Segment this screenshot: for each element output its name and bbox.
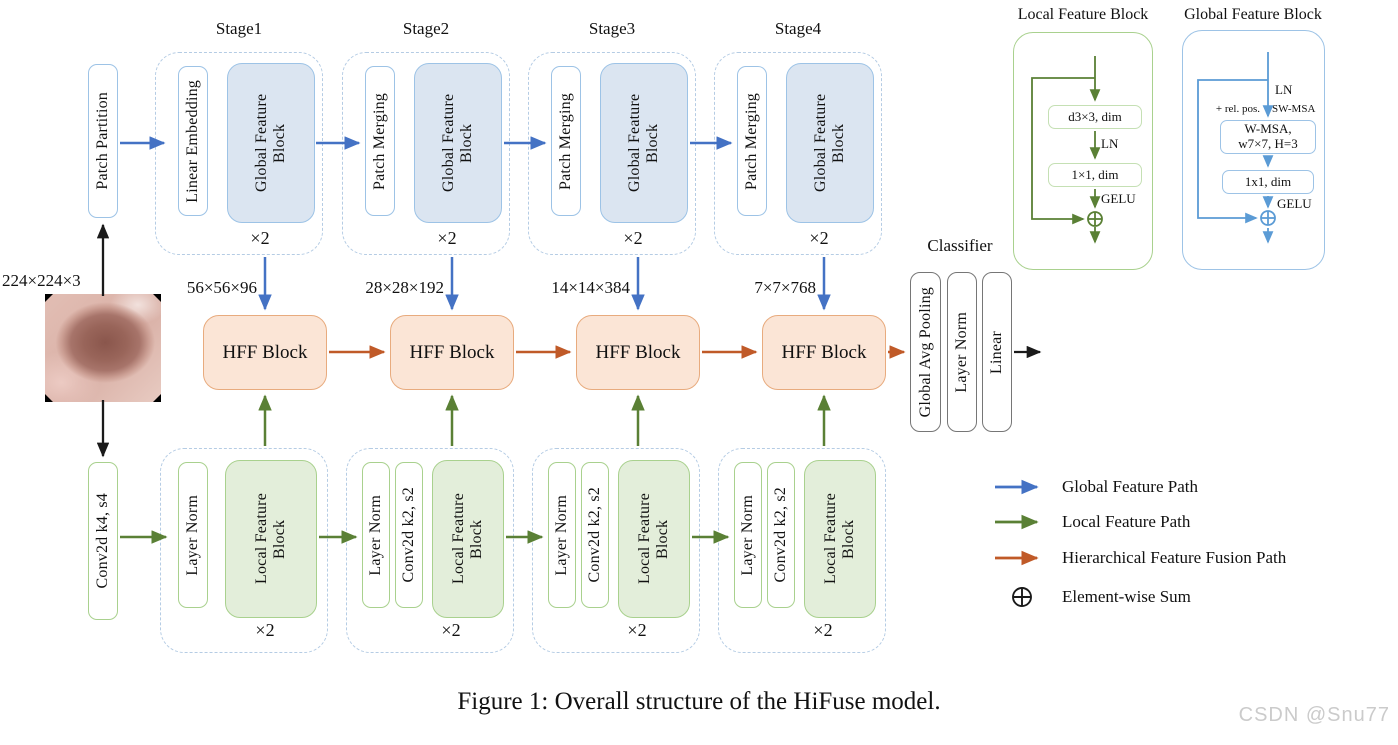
- hff-block-2: HFF Block: [390, 315, 514, 390]
- stage4-title: Stage4: [774, 19, 822, 38]
- stage2-local-container: [346, 448, 514, 653]
- dim-label-stage3: 14×14×384: [551, 278, 630, 297]
- watermark: CSDN @Snu77: [1238, 704, 1390, 726]
- conv-stem-box: Conv2d k4, s4: [88, 462, 118, 620]
- local-detail-dwconv-box: d3×3, dim: [1048, 105, 1142, 129]
- stage2-title: Stage2: [402, 19, 450, 38]
- local-block-detail-container: [1013, 32, 1153, 270]
- classifier-title: Classifier: [927, 236, 993, 255]
- stage3-local-container: [532, 448, 700, 653]
- patch-merging-box-stage3: Patch Merging: [551, 66, 581, 216]
- patch-merging-box-stage2: Patch Merging: [365, 66, 395, 216]
- local-feature-block-stage3: Local Feature Block: [618, 460, 690, 618]
- stage1-global-container: [155, 52, 323, 255]
- stage4-global-container: [714, 52, 882, 255]
- layer-norm-box-local4: Layer Norm: [734, 462, 762, 608]
- stage3-repeat: ×2: [623, 228, 643, 248]
- input-endoscopy-image: [45, 294, 161, 402]
- legend-global-path-label: Global Feature Path: [1062, 477, 1198, 496]
- legend-local-path-label: Local Feature Path: [1062, 512, 1191, 531]
- dim-label-stage2: 28×28×192: [365, 278, 444, 297]
- global-avg-pooling-box: Global Avg Pooling: [910, 272, 941, 432]
- figure-caption: Figure 1: Overall structure of the HiFus…: [457, 688, 941, 715]
- global-block-detail-title: Global Feature Block: [1184, 6, 1322, 23]
- local-detail-pwconv-box: 1×1, dim: [1048, 163, 1142, 187]
- stage1-title: Stage1: [215, 19, 263, 38]
- layer-norm-box-local2: Layer Norm: [362, 462, 390, 608]
- stage4-local-repeat: ×2: [813, 620, 833, 640]
- local-detail-ln-label: LN: [1101, 136, 1119, 151]
- legend-elementwise-sum-label: Element-wise Sum: [1062, 587, 1191, 606]
- stage3-local-repeat: ×2: [627, 620, 647, 640]
- stage3-global-container: [528, 52, 696, 255]
- stage2-repeat: ×2: [437, 228, 457, 248]
- global-detail-swmsa-label: SW-MSA: [1272, 103, 1316, 115]
- legend-symbols: [995, 479, 1039, 607]
- global-feature-block-stage4: Global Feature Block: [786, 63, 874, 223]
- local-feature-block-stage4: Local Feature Block: [804, 460, 876, 618]
- legend-fusion-path-label: Hierarchical Feature Fusion Path: [1062, 548, 1287, 567]
- elementwise-sum-icon: [1012, 587, 1032, 607]
- classifier-layer-norm-box: Layer Norm: [947, 272, 977, 432]
- hff-block-3: HFF Block: [576, 315, 700, 390]
- global-detail-ln-label: LN: [1275, 82, 1293, 97]
- stage2-global-container: [342, 52, 510, 255]
- layer-norm-box-local1: Layer Norm: [178, 462, 208, 608]
- conv-down-box-stage2: Conv2d k2, s2: [395, 462, 423, 608]
- global-feature-block-stage2: Global Feature Block: [414, 63, 502, 223]
- global-feature-block-stage1: Global Feature Block: [227, 63, 315, 223]
- stage1-repeat: ×2: [250, 228, 270, 248]
- stage4-local-container: [718, 448, 886, 653]
- global-detail-gelu-label: GELU: [1277, 196, 1312, 211]
- hff-block-1: HFF Block: [203, 315, 327, 390]
- linear-embedding-box: Linear Embedding: [178, 66, 208, 216]
- global-detail-relpos-label: + rel. pos.: [1215, 103, 1260, 115]
- patch-merging-box-stage4: Patch Merging: [737, 66, 767, 216]
- stage4-repeat: ×2: [809, 228, 829, 248]
- hff-block-4: HFF Block: [762, 315, 886, 390]
- dim-label-stage4: 7×7×768: [754, 278, 816, 297]
- local-feature-block-stage2: Local Feature Block: [432, 460, 504, 618]
- conv-down-box-stage4: Conv2d k2, s2: [767, 462, 795, 608]
- patch-partition-box: Patch Partition: [88, 64, 118, 218]
- dim-label-stage1: 56×56×96: [186, 278, 257, 297]
- global-detail-pwconv-box: 1x1, dim: [1222, 170, 1314, 194]
- stage3-title: Stage3: [588, 19, 636, 38]
- linear-box: Linear: [982, 272, 1012, 432]
- conv-down-box-stage3: Conv2d k2, s2: [581, 462, 609, 608]
- stage1-local-repeat: ×2: [255, 620, 275, 640]
- global-feature-block-stage3: Global Feature Block: [600, 63, 688, 223]
- local-block-detail-title: Local Feature Block: [1017, 6, 1149, 23]
- stage1-local-container: [160, 448, 328, 653]
- local-feature-block-stage1: Local Feature Block: [225, 460, 317, 618]
- stage2-local-repeat: ×2: [441, 620, 461, 640]
- local-detail-gelu-label: GELU: [1101, 191, 1136, 206]
- layer-norm-box-local3: Layer Norm: [548, 462, 576, 608]
- input-size-label: 224×224×3: [2, 271, 81, 290]
- global-detail-wmsa-box: W-MSA, w7×7, H=3: [1220, 120, 1316, 154]
